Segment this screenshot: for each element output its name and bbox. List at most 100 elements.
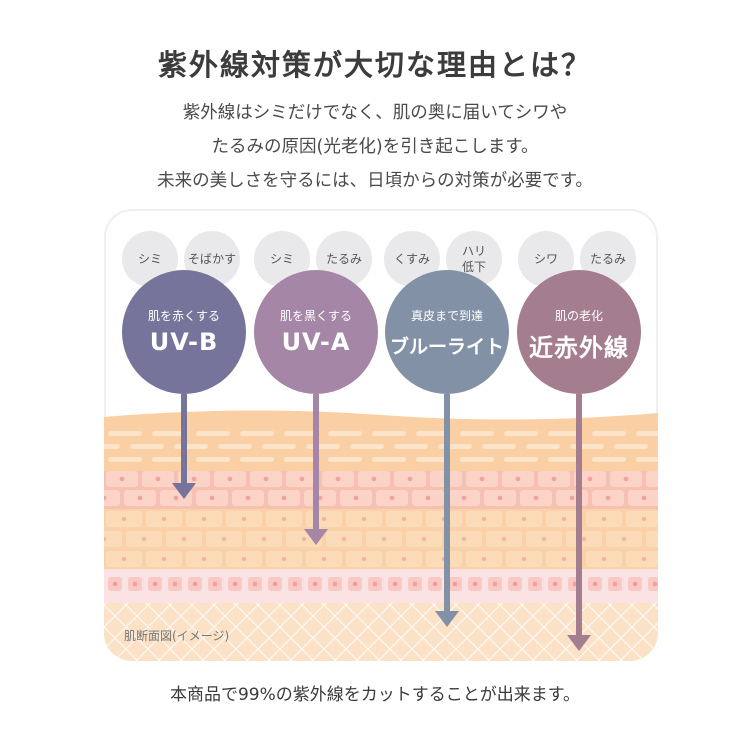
epidermis-nucleus [641, 495, 647, 501]
dermis-cell [104, 531, 122, 547]
epidermis-nucleus [335, 476, 341, 482]
corneum-dash [636, 457, 658, 462]
corneum-dash [152, 457, 186, 462]
dermis-dot [522, 557, 526, 561]
corneum-dash [372, 431, 406, 436]
dermis-dot [542, 537, 546, 541]
corneum-dash [328, 431, 362, 436]
basal-nucleus [172, 581, 178, 587]
basal-nucleus [412, 581, 418, 587]
corneum-dash [196, 457, 230, 462]
effect-bubble-wrinkles: シワ [518, 231, 574, 287]
basal-nucleus [612, 581, 618, 587]
epidermis-nucleus [209, 495, 215, 501]
epidermis-nucleus [227, 476, 233, 482]
ray-arrow-head [567, 635, 591, 651]
basal-nucleus [312, 581, 318, 587]
epidermis-nucleus [263, 476, 269, 482]
epidermis-nucleus [425, 495, 431, 501]
dermis-dot [162, 557, 166, 561]
ray-sublabel: 肌の老化 [554, 309, 603, 323]
dermis-dot [222, 537, 226, 541]
epidermis-nucleus [155, 476, 161, 482]
corneum-dash [416, 457, 450, 462]
ray-sublabel: 真皮まで到達 [410, 309, 483, 323]
dermis-dot [502, 537, 506, 541]
corneum-dash [108, 431, 142, 436]
dermis-dot [402, 557, 406, 561]
dermis-dot [242, 517, 246, 521]
corneum-dash [548, 457, 582, 462]
basal-nucleus [272, 581, 278, 587]
epidermis-cell [104, 490, 120, 506]
corneum-dash [240, 457, 274, 462]
ray-circle-near-infrared: 肌の老化 近赤外線 [517, 270, 641, 394]
basal-nucleus [152, 581, 158, 587]
ray-arrow-shaft [313, 394, 319, 531]
epidermis-nucleus [497, 495, 503, 501]
ray-circle-uva: 肌を黒くする UV-A [254, 270, 378, 394]
dermis-dot [382, 537, 386, 541]
corneum-dash [548, 431, 582, 436]
dermis-dot [282, 557, 286, 561]
corneum-dash [592, 457, 626, 462]
epidermis-cell [646, 471, 658, 487]
dermis-dot [622, 537, 626, 541]
ray-arrow-shaft [576, 394, 582, 637]
ray-arrow-shaft [181, 394, 187, 485]
ray-circle-uvb: 肌を赤くする UV-B [122, 270, 246, 394]
basal-nucleus [292, 581, 298, 587]
corneum-dash [262, 444, 296, 449]
corneum-dash [108, 457, 142, 462]
epidermis-nucleus [587, 476, 593, 482]
corneum-dash [372, 457, 406, 462]
diagram-caption: 肌断面図(イメージ) [124, 629, 230, 643]
dermis-dot [402, 517, 406, 521]
ray-label: UV-A [281, 328, 351, 356]
intro-text: 紫外線はシミだけでなく、肌の奥に届いてシワや たるみの原因(光老化)を引き起こし… [0, 96, 750, 198]
epidermis-nucleus [461, 495, 467, 501]
dermis-dot [562, 517, 566, 521]
basal-nucleus [372, 581, 378, 587]
ray-arrow-head [304, 529, 328, 545]
stratum-corneum [104, 410, 658, 471]
ray-arrow-shaft [444, 394, 450, 613]
intro-line: 未来の美しさを守るには、日頃からの対策が必要です。 [157, 171, 593, 191]
dermis-dot [182, 537, 186, 541]
corneum-dash [570, 444, 604, 449]
epidermis-nucleus [569, 495, 575, 501]
epidermis-nucleus [371, 476, 377, 482]
dermis-dot [482, 517, 486, 521]
basal-nucleus [532, 581, 538, 587]
dermis-dot [122, 557, 126, 561]
corneum-dash [104, 444, 120, 449]
intro-line: たるみの原因(光老化)を引き起こします。 [211, 137, 539, 157]
intro-line: 紫外線はシミだけでなく、肌の奥に届いてシワや [182, 103, 568, 123]
basal-nucleus [632, 581, 638, 587]
basal-nucleus [192, 581, 198, 587]
dermis-dot [602, 517, 606, 521]
dermis-dot [482, 557, 486, 561]
dermis-dot [362, 557, 366, 561]
dermis-dot [242, 557, 246, 561]
basal-nucleus [652, 581, 658, 587]
ray-arrow-head [435, 611, 459, 627]
corneum-dash [174, 444, 208, 449]
dermis-dot [422, 537, 426, 541]
epidermis-nucleus [407, 476, 413, 482]
page-title: 紫外線対策が大切な理由とは？ [157, 48, 592, 82]
basal-nucleus [592, 581, 598, 587]
basal-nucleus [432, 581, 438, 587]
corneum-dash [460, 431, 494, 436]
epidermis-nucleus [137, 495, 143, 501]
dermis-dot [582, 537, 586, 541]
basal-nucleus [552, 581, 558, 587]
epidermis-nucleus [533, 495, 539, 501]
corneum-dash [306, 444, 340, 449]
dermis-dot [322, 557, 326, 561]
basal-nucleus [452, 581, 458, 587]
ray-arrow-head [172, 483, 196, 499]
skin-diagram-panel: シミ そばかす 肌を赤くする UV-B シミ たるみ 肌を黒くする UV-A く… [104, 209, 658, 661]
ray-label: ブルーライト [389, 336, 504, 358]
dermis-dot [122, 517, 126, 521]
